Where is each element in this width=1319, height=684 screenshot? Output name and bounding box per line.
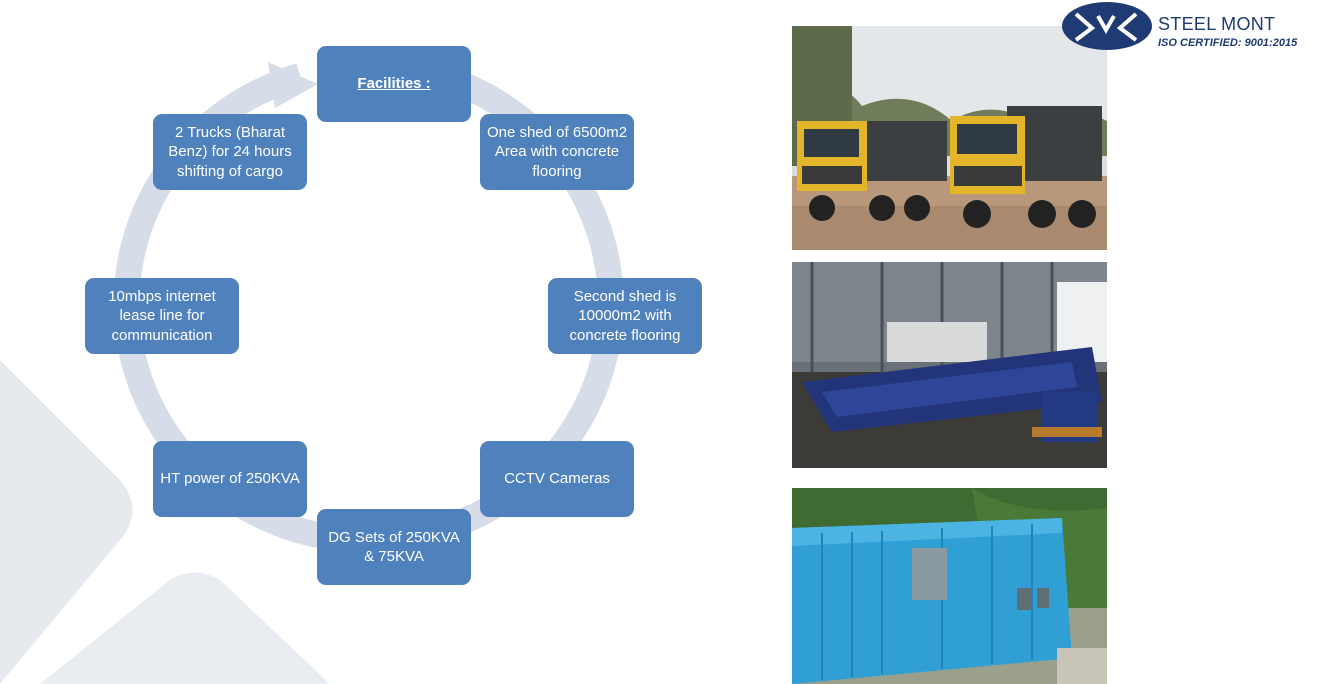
facilities-title-node: Facilities :: [317, 46, 471, 122]
brand-logo: STEEL MONT ISO CERTIFIED: 9001:2015: [1062, 2, 1319, 52]
facilities-title: Facilities :: [357, 75, 431, 93]
steel-mont-logo-icon: [1062, 2, 1152, 50]
node-cctv: CCTV Cameras: [480, 441, 634, 517]
brand-name: STEEL MONT: [1158, 14, 1276, 34]
iso-certification: ISO CERTIFIED: 9001:2015: [1158, 37, 1298, 49]
node-trucks: 2 Trucks (Bharat Benz) for 24 hours shif…: [153, 114, 307, 190]
node-label: CCTV Cameras: [504, 470, 610, 488]
node-label: 2 Trucks (Bharat Benz) for 24 hours shif…: [168, 123, 292, 180]
container-office-photo: [792, 488, 1107, 684]
node-dg-sets: DG Sets of 250KVA & 75KVA: [317, 509, 471, 585]
node-internet: 10mbps internet lease line for communica…: [85, 278, 239, 354]
node-ht-power: HT power of 250KVA: [153, 441, 307, 517]
node-shed-6500: One shed of 6500m2 Area with concrete fl…: [480, 114, 634, 190]
node-label: Second shed is 10000m2 with concrete flo…: [569, 287, 681, 344]
node-label: 10mbps internet lease line for communica…: [108, 287, 216, 344]
trucks-photo: [792, 26, 1107, 250]
shed-photo: [792, 262, 1107, 468]
node-label: DG Sets of 250KVA & 75KVA: [328, 528, 460, 566]
node-shed-10000: Second shed is 10000m2 with concrete flo…: [548, 278, 702, 354]
node-label: One shed of 6500m2 Area with concrete fl…: [486, 123, 628, 180]
node-label: HT power of 250KVA: [160, 470, 300, 488]
